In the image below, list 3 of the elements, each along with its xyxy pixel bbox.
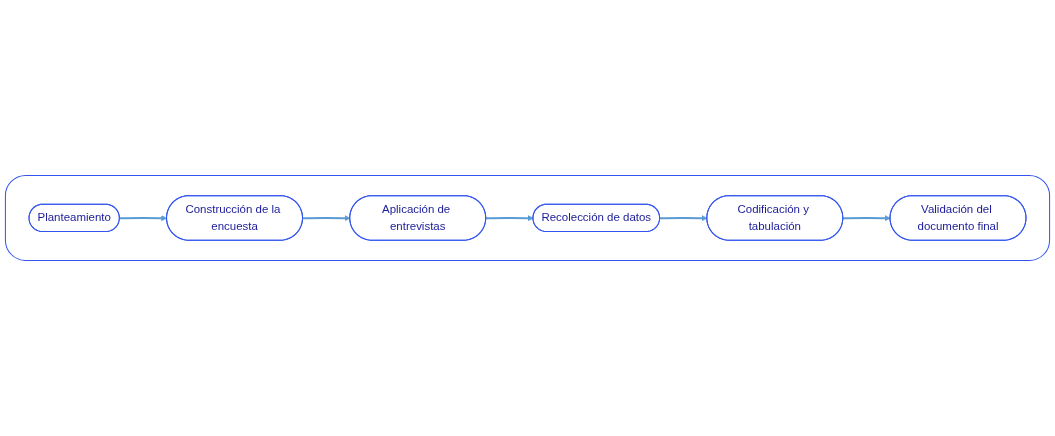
arrow [486, 215, 534, 222]
arrow [843, 215, 891, 222]
cluster [4, 174, 1051, 261]
